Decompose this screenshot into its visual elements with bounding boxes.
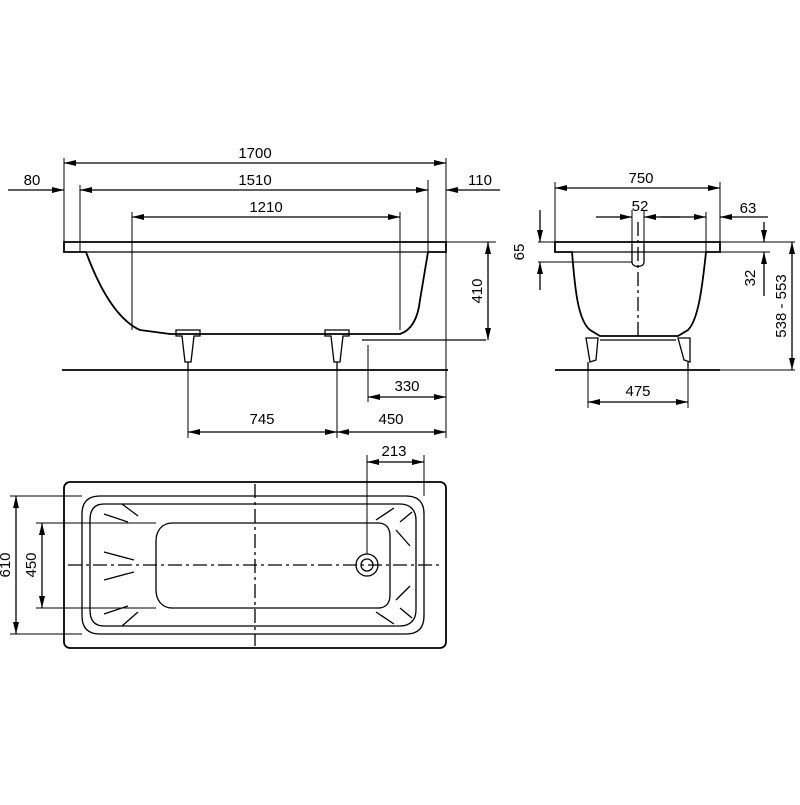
dim-plan-inner-width: 450	[23, 552, 40, 577]
dim-plan-overall-width: 610	[0, 552, 14, 577]
side-view: 1700 1510 80 110 1210 410 330 745	[8, 145, 500, 438]
dim-inner-length: 1510	[238, 172, 271, 189]
dim-total-height: 538 - 553	[773, 274, 790, 337]
plan-view-outer-rim	[63, 481, 447, 649]
dim-leg-width: 475	[625, 383, 650, 400]
dim-drain-from-edge: 213	[381, 443, 406, 460]
end-view-tub-outline	[554, 241, 721, 337]
plan-view-bottom-recess	[155, 522, 391, 609]
end-view: 750 52 63 65 32 538 - 553 475	[511, 170, 795, 408]
dim-drain-diameter: 52	[632, 198, 649, 215]
plan-view-inner-basin	[81, 495, 425, 635]
dim-overall-width: 750	[628, 170, 653, 187]
dim-leg-to-end: 450	[378, 411, 403, 428]
dim-rim-right: 110	[468, 172, 492, 189]
dim-rim-height: 65	[511, 244, 528, 261]
side-view-leg-left	[175, 329, 201, 370]
side-view-leg-right	[324, 329, 350, 370]
dim-overall-length: 1700	[238, 145, 271, 162]
dim-overflow-height: 32	[742, 270, 759, 287]
plan-view: 213 610 450	[0, 443, 447, 649]
dim-depth: 410	[469, 278, 486, 303]
dim-rim-left: 80	[24, 172, 41, 189]
dim-leg-spacing: 745	[249, 411, 274, 428]
dim-drain-offset: 330	[394, 378, 419, 395]
dim-bottom-length: 1210	[249, 199, 282, 216]
side-view-tub-outline	[63, 241, 447, 335]
dim-rim-right-end: 63	[740, 200, 757, 217]
